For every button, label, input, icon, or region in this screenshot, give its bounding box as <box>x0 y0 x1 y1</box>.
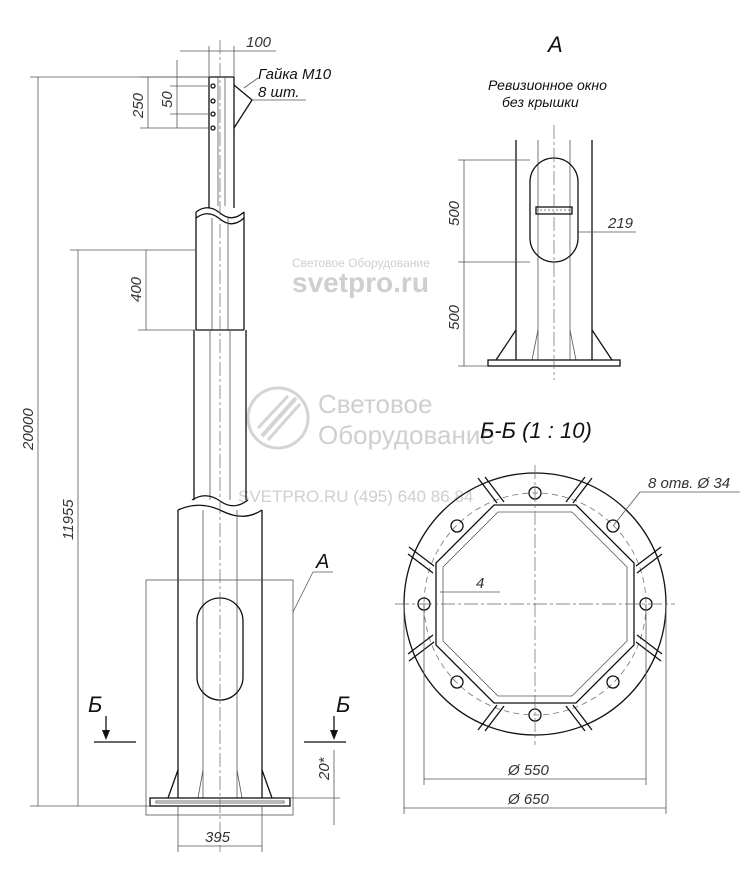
section-mark-left: Б <box>88 692 102 717</box>
watermark-group: Световое Оборудование svetpro.ru Светово… <box>238 256 495 506</box>
section-dim-thickness: 4 <box>476 575 484 592</box>
section-title: Б-Б (1 : 10) <box>480 418 592 443</box>
pole-elevation: А Б Б Гайка М10 8 шт. <box>88 40 350 852</box>
dim-joint-overlap: 400 <box>128 276 145 302</box>
callout-a-label: А <box>315 551 329 573</box>
dim-base-width: 395 <box>205 829 231 846</box>
view-a-detail: А Ревизионное окно без крышки 500 500 21… <box>446 32 636 380</box>
watermark-logo-line2: Оборудование <box>318 420 495 450</box>
view-a-dim-window-height: 500 <box>446 200 463 226</box>
dim-top-width: 100 <box>246 34 272 51</box>
watermark-logo-icon <box>246 386 310 450</box>
watermark-small-brand: Световое Оборудование <box>292 256 430 270</box>
section-dim-bolt-circle: Ø 550 <box>507 762 550 779</box>
section-dim-flange-diameter: Ø 650 <box>507 791 550 808</box>
detail-a-frame <box>145 579 294 816</box>
nut-label-line1: Гайка М10 <box>258 66 332 83</box>
dim-top-height: 250 <box>130 92 147 119</box>
dim-base-gap: 20* <box>316 756 333 781</box>
view-a-note-line1: Ревизионное окно <box>488 77 607 93</box>
dim-lower-height: 11955 <box>60 499 77 540</box>
watermark-logo-line1: Световое <box>318 389 432 419</box>
nut-label-line2: 8 шт. <box>258 84 299 101</box>
dim-hole-pitch: 50 <box>159 91 176 108</box>
section-mark-right: Б <box>336 692 350 717</box>
view-a-dim-window-elevation: 500 <box>446 304 463 330</box>
view-a-title: А <box>546 32 563 57</box>
section-holes-note: 8 отв. Ø 34 <box>648 475 730 492</box>
watermark-site: svetpro.ru <box>292 267 429 298</box>
section-b-b: Б-Б (1 : 10) 8 отв. Ø <box>395 418 740 814</box>
view-a-note-line2: без крышки <box>502 94 579 110</box>
dim-total-height: 20000 <box>20 408 37 451</box>
pole-dimensions: 100 250 50 400 20000 11955 20* 395 <box>20 34 340 852</box>
view-a-dim-window-diameter: 219 <box>607 215 634 232</box>
watermark-contact: SVETPRO.RU (495) 640 86 84 <box>238 487 473 506</box>
